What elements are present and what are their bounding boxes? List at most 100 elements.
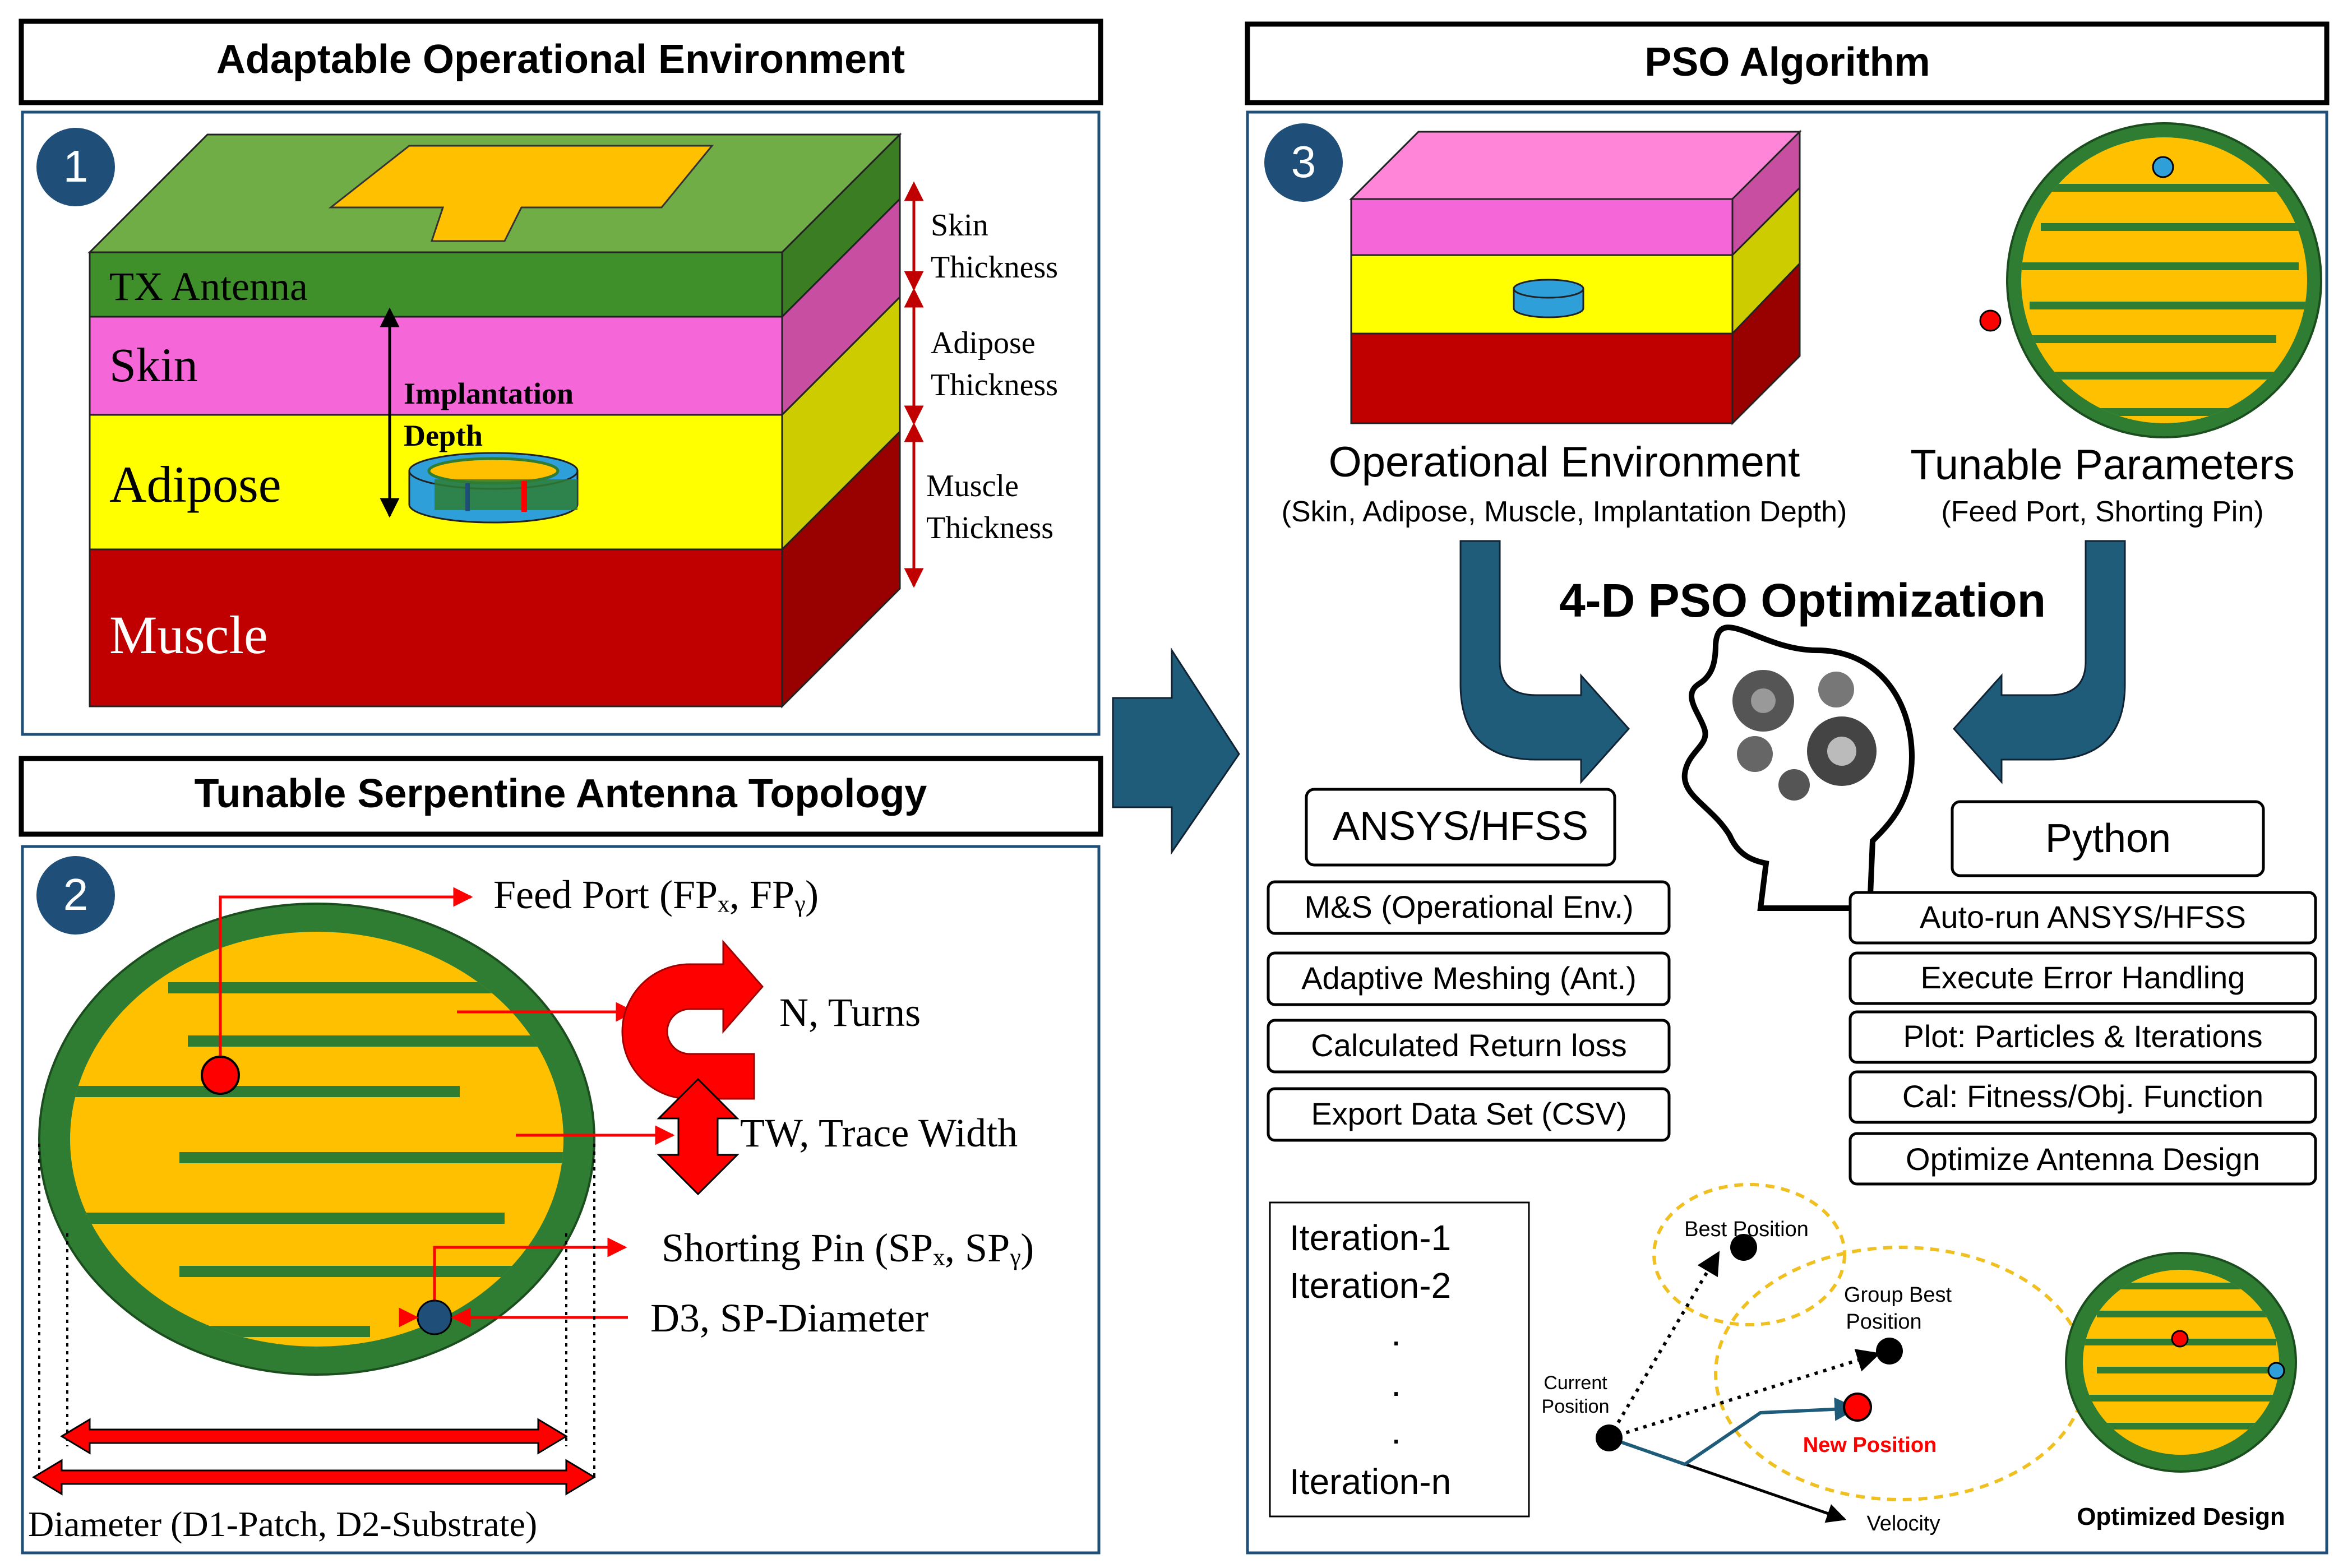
iteration-2: Iteration-2 bbox=[1290, 1265, 1451, 1306]
panel3-title: PSO Algorithm bbox=[1644, 40, 1930, 85]
ansys-header: ANSYS/HFSS bbox=[1333, 804, 1588, 849]
python-item-box-4 bbox=[1848, 1132, 2317, 1186]
group-best-label-1: Group Best bbox=[1844, 1283, 1952, 1307]
skin-layer bbox=[89, 316, 783, 416]
to-group-best-arrow bbox=[1609, 1349, 1881, 1440]
ansys-item-3: Export Data Set (CSV) bbox=[1311, 1096, 1626, 1131]
feed-port-pointer bbox=[219, 887, 473, 1076]
new-position-path bbox=[1609, 1397, 1859, 1467]
panel-operational-environment: Adaptable Operational Environment 1 TX A… bbox=[19, 18, 1103, 736]
iteration-dot-1: . bbox=[1391, 1313, 1401, 1353]
best-position-dot bbox=[1730, 1234, 1757, 1261]
trace-width-icon bbox=[657, 1077, 740, 1196]
current-position-label-2: Position bbox=[1542, 1396, 1610, 1417]
env-to-pso-arrow bbox=[1459, 540, 1630, 784]
panel3-title-box bbox=[1245, 21, 2330, 105]
trace-width-label: TW, Trace Width bbox=[740, 1111, 1018, 1155]
python-item-box-1 bbox=[1848, 951, 2317, 1005]
badge-3-label: 3 bbox=[1291, 137, 1316, 187]
panel-serpentine-topology: Tunable Serpentine Antenna Topology 2 Fe… bbox=[19, 756, 1103, 1555]
pso-optimization-title: 4-D PSO Optimization bbox=[1559, 574, 2046, 627]
serpentine-traces bbox=[70, 982, 563, 1337]
d2-substrate-arrow bbox=[32, 1459, 596, 1496]
ansys-item-2: Calculated Return loss bbox=[1311, 1028, 1626, 1063]
badge-2-label: 2 bbox=[63, 869, 89, 919]
tunable-subtitle: (Feed Port, Shorting Pin) bbox=[1941, 496, 2263, 528]
panel-pso-algorithm: PSO Algorithm 3 bbox=[1245, 21, 2330, 1555]
python-item-box-0 bbox=[1848, 891, 2317, 945]
badge-1-label: 1 bbox=[63, 141, 89, 191]
tx-antenna-patch bbox=[328, 145, 714, 242]
adipose-label: Adipose bbox=[109, 456, 281, 513]
python-item-1: Execute Error Handling bbox=[1921, 960, 2245, 995]
brain-gears-icon bbox=[1681, 625, 1915, 911]
python-item-4: Optimize Antenna Design bbox=[1906, 1141, 2260, 1177]
current-position-dot bbox=[1596, 1424, 1623, 1451]
iteration-dot-2: . bbox=[1391, 1363, 1401, 1404]
current-position-label-1: Current bbox=[1543, 1372, 1607, 1394]
velocity-label: Velocity bbox=[1867, 1512, 1940, 1535]
muscle-thickness-label-2: Thickness bbox=[926, 511, 1053, 545]
shorting-pin-dot bbox=[417, 1299, 452, 1335]
group-best-label-2: Position bbox=[1846, 1310, 1921, 1334]
python-item-0: Auto-run ANSYS/HFSS bbox=[1920, 899, 2246, 935]
badge-1 bbox=[36, 128, 115, 206]
ansys-item-0: M&S (Operational Env.) bbox=[1304, 889, 1633, 924]
muscle-layer bbox=[89, 548, 783, 707]
python-item-box-3 bbox=[1848, 1070, 2317, 1124]
op-env-title: Operational Environment bbox=[1329, 438, 1800, 486]
panel1-title-box bbox=[19, 18, 1103, 105]
badge-2 bbox=[36, 856, 115, 935]
muscle-thickness-label-1: Muscle bbox=[926, 469, 1019, 503]
tx-antenna-label: TX Antenna bbox=[109, 264, 308, 309]
tunable-title: Tunable Parameters bbox=[1910, 441, 2295, 489]
ansys-item-box-3 bbox=[1267, 1087, 1671, 1142]
skin-thickness-label-2: Thickness bbox=[931, 250, 1058, 285]
group-best-dot bbox=[1876, 1338, 1903, 1365]
python-header-box bbox=[1951, 800, 2265, 877]
python-item-2: Plot: Particles & Iterations bbox=[1903, 1019, 2262, 1054]
skin-thickness-label-1: Skin bbox=[931, 208, 988, 243]
panel1-title: Adaptable Operational Environment bbox=[216, 37, 905, 82]
adipose-thickness-label-1: Adipose bbox=[931, 326, 1036, 360]
best-position-label: Best Position bbox=[1684, 1218, 1809, 1241]
iteration-1: Iteration-1 bbox=[1290, 1218, 1451, 1258]
ansys-item-1: Adaptive Meshing (Ant.) bbox=[1301, 960, 1637, 996]
shorting-pin-label: Shorting Pin (SPₓ, SPᵧ) bbox=[662, 1225, 1034, 1271]
flow-arrow bbox=[1112, 647, 1240, 855]
optimized-design-label: Optimized Design bbox=[2077, 1503, 2285, 1530]
python-item-box-2 bbox=[1848, 1010, 2317, 1064]
op-env-subtitle: (Skin, Adipose, Muscle, Implantation Dep… bbox=[1282, 496, 1847, 528]
panel2-title: Tunable Serpentine Antenna Topology bbox=[195, 771, 927, 816]
implant-capsule bbox=[408, 452, 579, 524]
new-position-label: New Position bbox=[1803, 1433, 1937, 1457]
turns-label: N, Turns bbox=[779, 990, 921, 1035]
skin-label: Skin bbox=[109, 338, 198, 392]
adipose-thickness-label-2: Thickness bbox=[931, 368, 1058, 403]
implantation-label-1: Implantation bbox=[404, 377, 574, 410]
ansys-item-box-1 bbox=[1267, 951, 1671, 1006]
python-item-3: Cal: Fitness/Obj. Function bbox=[1902, 1079, 2263, 1114]
particle-update-diagram: Best Position Group Best Position Curren… bbox=[1542, 1183, 2087, 1535]
feed-port-dot bbox=[201, 1056, 240, 1095]
diameter-label: Diameter (D1-Patch, D2-Substrate) bbox=[28, 1504, 537, 1544]
tunable-antenna bbox=[1979, 122, 2322, 438]
ansys-item-box-0 bbox=[1267, 880, 1671, 935]
iterations-box bbox=[1269, 1201, 1530, 1518]
badge-3 bbox=[1264, 123, 1343, 202]
muscle-label: Muscle bbox=[109, 605, 268, 665]
panel2-title-box bbox=[19, 756, 1103, 837]
tx-antenna-layer bbox=[89, 251, 783, 318]
optimized-antenna bbox=[2065, 1252, 2297, 1473]
shorting-pin-pointer bbox=[433, 1237, 627, 1303]
iteration-n: Iteration-n bbox=[1290, 1461, 1451, 1502]
python-header: Python bbox=[2045, 816, 2171, 861]
new-position-dot bbox=[1843, 1393, 1872, 1422]
feed-port-label: Feed Port (FPₓ, FPᵧ) bbox=[493, 872, 819, 918]
d1-patch-arrow bbox=[60, 1418, 568, 1455]
op-env-block bbox=[1349, 129, 1802, 425]
ansys-item-box-2 bbox=[1267, 1019, 1671, 1074]
turns-icon bbox=[621, 940, 764, 1100]
sp-diameter-label: D3, SP-Diameter bbox=[650, 1296, 928, 1340]
